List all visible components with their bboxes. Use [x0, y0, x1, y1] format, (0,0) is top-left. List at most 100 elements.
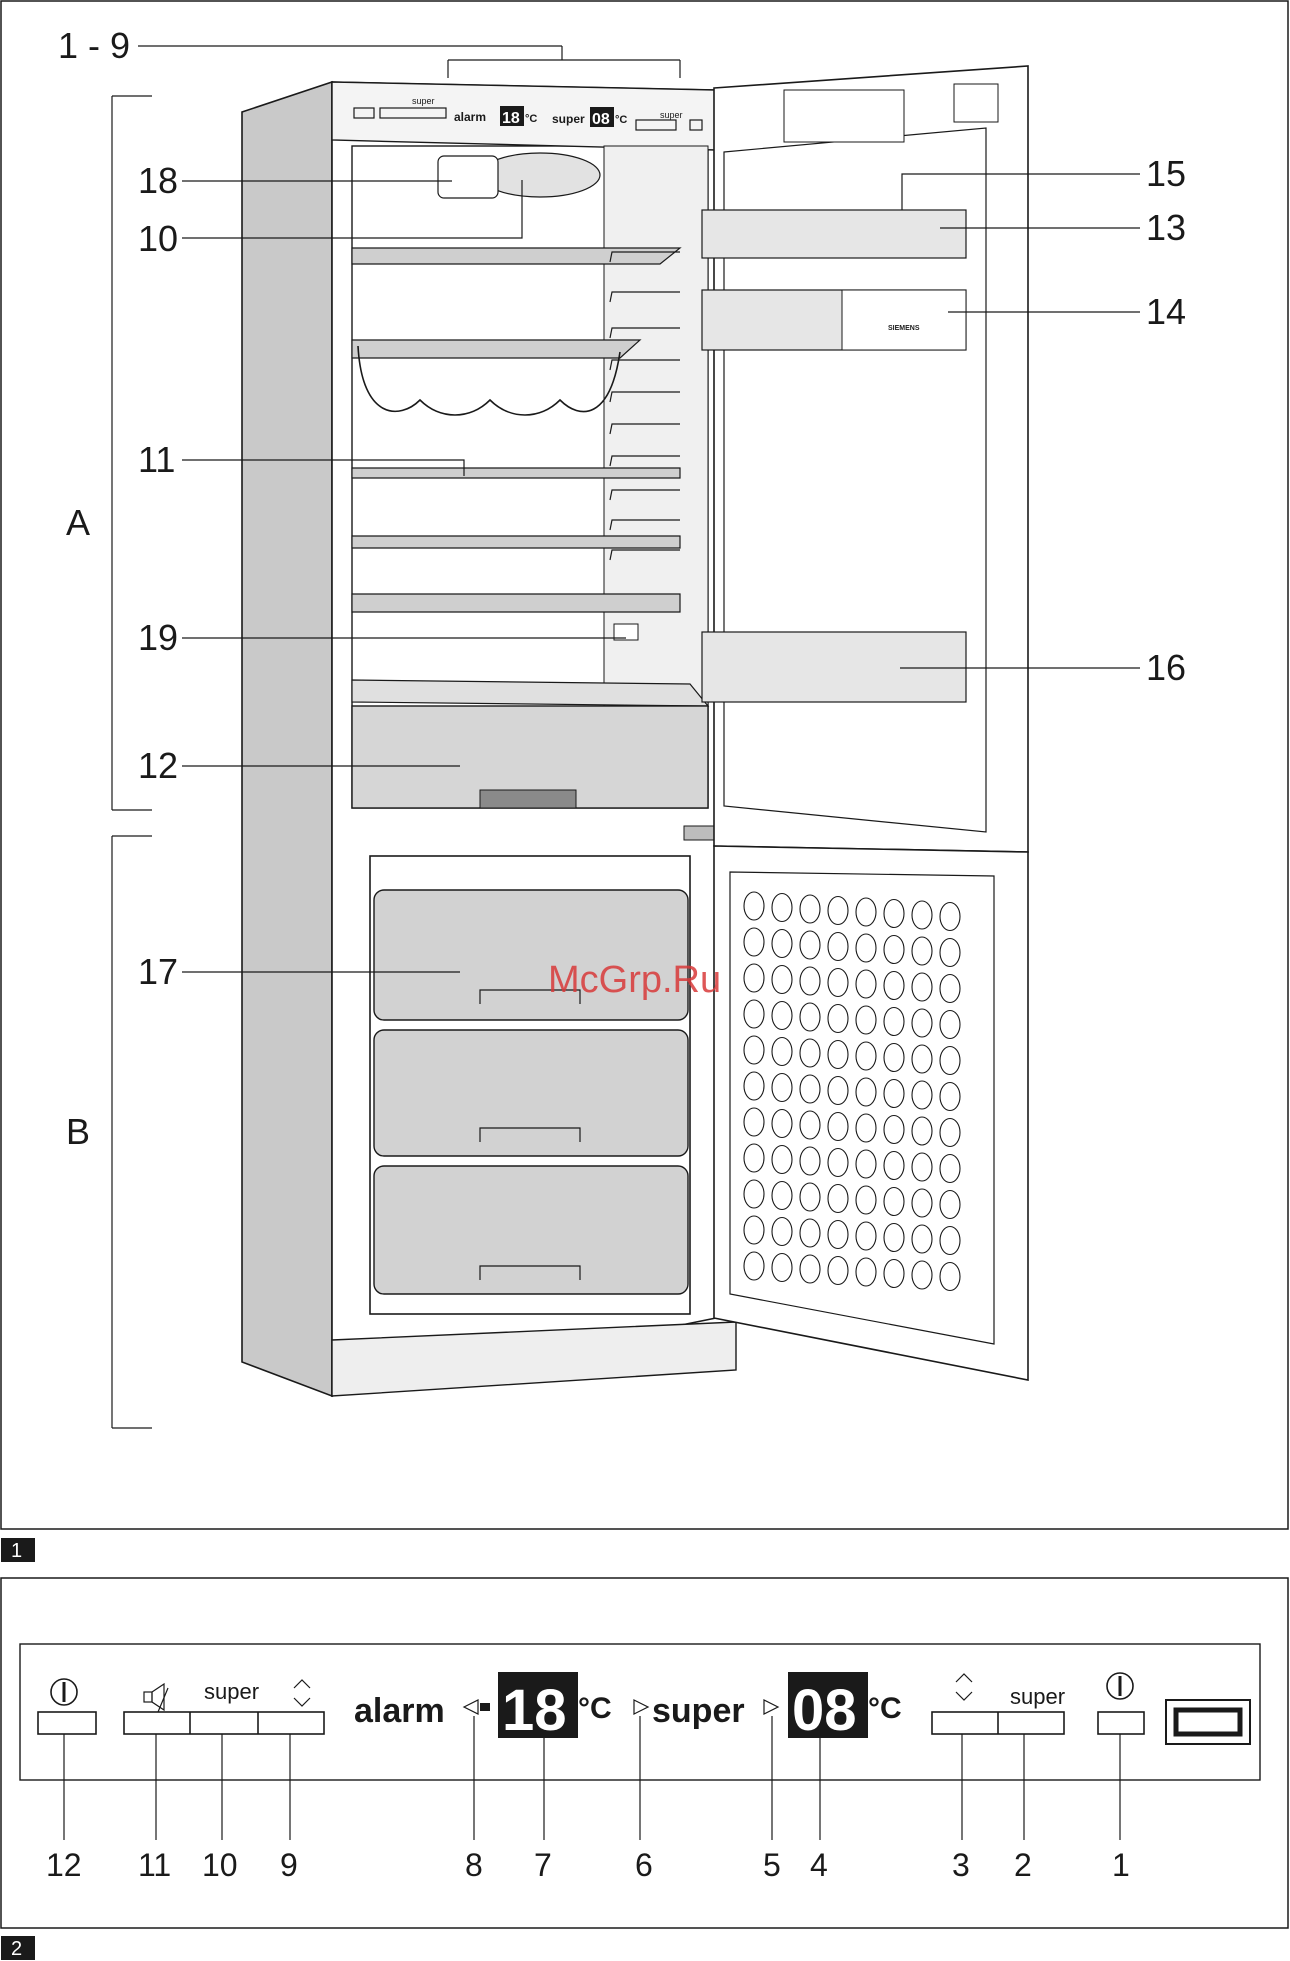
door-dimple — [800, 1039, 820, 1067]
callout-1-9: 1 - 9 — [58, 25, 130, 66]
door-dimple — [828, 1005, 848, 1033]
door-dimple — [884, 1188, 904, 1216]
power-button-right[interactable] — [1098, 1712, 1144, 1734]
freezer-temp-button[interactable] — [932, 1712, 998, 1734]
callout-19: 19 — [138, 617, 178, 658]
door-dimple — [940, 1263, 960, 1291]
door-dimple — [800, 967, 820, 995]
door-dimple — [772, 1182, 792, 1210]
callout-10: 10 — [202, 1847, 238, 1883]
door-dimple — [856, 1114, 876, 1142]
door-dimple — [856, 1222, 876, 1250]
door-dimple — [912, 1081, 932, 1109]
door-dimple — [772, 966, 792, 994]
svg-text:°C: °C — [615, 114, 627, 126]
figure-2-number: 2 — [11, 1938, 22, 1960]
super-freeze-button[interactable] — [998, 1712, 1064, 1734]
door-dimple — [828, 1113, 848, 1141]
door-dimple — [912, 1189, 932, 1217]
section-b-bracket: B — [66, 836, 152, 1428]
door-dimple — [940, 1191, 960, 1219]
power-button-left[interactable] — [38, 1712, 96, 1734]
watermark: McGrp.Ru — [548, 959, 721, 1001]
door-dimple — [912, 1153, 932, 1181]
door-dimple — [828, 969, 848, 997]
door-dimple — [940, 975, 960, 1003]
door-dimple — [856, 1258, 876, 1286]
up-down-icon — [294, 1680, 310, 1706]
door-dimple — [940, 1083, 960, 1111]
control-panel-contents: super alarm 18 °C super 08 °C super — [38, 1672, 1250, 1744]
callout-11: 11 — [138, 439, 175, 480]
door-dimple — [800, 895, 820, 923]
door-dimple — [800, 1003, 820, 1031]
door-dimple — [828, 933, 848, 961]
door-dimple — [744, 1000, 764, 1028]
super-indicator-arrow-left — [764, 1700, 778, 1714]
door-dimple — [912, 1225, 932, 1253]
callout-2: 2 — [1014, 1847, 1032, 1883]
door-dimple — [800, 1075, 820, 1103]
door-dimple — [828, 897, 848, 925]
door-dimple — [912, 901, 932, 929]
door-dimple — [744, 1072, 764, 1100]
door-dimple — [856, 898, 876, 926]
fridge-temp-unit: °C — [578, 1692, 612, 1725]
freezer-temp-unit: °C — [868, 1692, 902, 1725]
door-dimple — [772, 1002, 792, 1030]
door-dimple — [800, 1219, 820, 1247]
door-dimple — [772, 1218, 792, 1246]
figure-1-number: 1 — [11, 1540, 22, 1562]
callout-6: 6 — [635, 1847, 653, 1883]
callout-7: 7 — [534, 1847, 552, 1883]
door-dimple — [800, 1183, 820, 1211]
callout-3: 3 — [952, 1847, 970, 1883]
super-indicator-arrow-right — [634, 1700, 648, 1714]
door-dimple — [800, 1147, 820, 1175]
fridge-temp-button[interactable] — [258, 1712, 324, 1734]
door-dimple — [744, 1252, 764, 1280]
door-dimple — [744, 964, 764, 992]
door-dimple — [912, 1009, 932, 1037]
door-dimple — [828, 1149, 848, 1177]
freezer-temp-value: 08 — [792, 1678, 857, 1743]
figure-2-callouts: 12 11 10 9 8 7 6 5 4 3 2 1 — [46, 1716, 1130, 1883]
door-dimple — [744, 1216, 764, 1244]
super-cool-button[interactable] — [190, 1712, 258, 1734]
door-dimple — [856, 970, 876, 998]
svg-text:°C: °C — [525, 113, 537, 125]
door-dimple — [828, 1077, 848, 1105]
door-dimple — [912, 973, 932, 1001]
callout-15: 15 — [1146, 153, 1186, 194]
door-dimple — [744, 1036, 764, 1064]
door-dimple — [772, 1146, 792, 1174]
door-dimple — [772, 1038, 792, 1066]
door-dimple — [884, 936, 904, 964]
door-dimple — [884, 1044, 904, 1072]
door-dimple — [744, 1108, 764, 1136]
alarm-off-button[interactable] — [124, 1712, 190, 1734]
callout-12: 12 — [138, 745, 178, 786]
door-dimple — [772, 894, 792, 922]
door-dimple — [772, 930, 792, 958]
callout-11: 11 — [138, 1847, 171, 1883]
door-dimple — [884, 1152, 904, 1180]
door-dimple — [772, 1110, 792, 1138]
alarm-label: alarm — [354, 1692, 445, 1730]
door-dimple — [884, 1224, 904, 1252]
door-dimple — [912, 937, 932, 965]
callout-14: 14 — [1146, 291, 1186, 332]
svg-text:super: super — [660, 110, 683, 120]
door-dimple — [744, 928, 764, 956]
up-down-icon-right — [956, 1674, 972, 1700]
door-dimple — [912, 1117, 932, 1145]
svg-text:alarm: alarm — [454, 110, 486, 124]
door-dimple — [940, 1119, 960, 1147]
power-icon — [51, 1679, 77, 1705]
callout-5: 5 — [763, 1847, 781, 1883]
door-dimple — [800, 931, 820, 959]
door-dimple — [744, 892, 764, 920]
door-dimple — [828, 1257, 848, 1285]
power-icon-right — [1107, 1673, 1133, 1699]
